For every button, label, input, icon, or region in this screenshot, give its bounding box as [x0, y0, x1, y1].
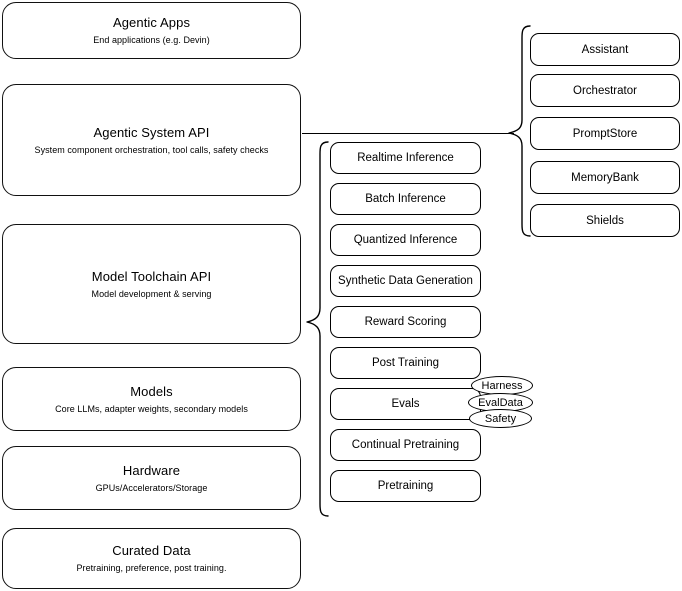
system-component-label: Orchestrator — [573, 84, 637, 97]
capability-label: Batch Inference — [365, 193, 446, 205]
capability-synthetic-data-generation[interactable]: Synthetic Data Generation — [330, 265, 481, 297]
layer-subtitle: Model development & serving — [91, 288, 212, 299]
system-component-assistant[interactable]: Assistant — [530, 33, 680, 66]
layer-title: Agentic System API — [93, 124, 210, 140]
capability-label: Reward Scoring — [364, 316, 447, 328]
connector-system-api-to-components — [302, 133, 514, 134]
capability-label: Realtime Inference — [357, 152, 454, 164]
layer-card-agentic-system-api[interactable]: Agentic System API System component orch… — [2, 84, 301, 196]
system-component-orchestrator[interactable]: Orchestrator — [530, 74, 680, 107]
eval-badge-label: EvalData — [478, 396, 523, 409]
capability-label: Synthetic Data Generation — [338, 275, 473, 287]
layer-subtitle: GPUs/Accelerators/Storage — [95, 482, 208, 493]
layer-subtitle: Core LLMs, adapter weights, secondary mo… — [55, 403, 248, 414]
brace-system-components — [506, 24, 532, 240]
capability-label: Evals — [391, 398, 420, 410]
capability-evals[interactable]: Evals — [330, 388, 481, 420]
capability-continual-pretraining[interactable]: Continual Pretraining — [330, 429, 481, 461]
layer-title: Models — [130, 383, 173, 399]
capability-post-training[interactable]: Post Training — [330, 347, 481, 379]
system-component-label: Assistant — [581, 43, 629, 56]
capability-label: Quantized Inference — [353, 234, 458, 246]
capability-batch-inference[interactable]: Batch Inference — [330, 183, 481, 215]
layer-card-models[interactable]: Models Core LLMs, adapter weights, secon… — [2, 367, 301, 431]
layer-card-hardware[interactable]: Hardware GPUs/Accelerators/Storage — [2, 446, 301, 510]
capability-realtime-inference[interactable]: Realtime Inference — [330, 142, 481, 174]
eval-badge-label: Safety — [484, 412, 517, 425]
capability-label: Continual Pretraining — [351, 439, 460, 451]
brace-toolchain-capabilities — [304, 140, 330, 520]
capability-label: Post Training — [371, 357, 440, 369]
capability-pretraining[interactable]: Pretraining — [330, 470, 481, 502]
eval-badge-label: Harness — [481, 379, 523, 392]
layer-title: Agentic Apps — [112, 15, 191, 30]
layer-card-curated-data[interactable]: Curated Data Pretraining, preference, po… — [2, 528, 301, 589]
capability-label: Pretraining — [377, 480, 434, 492]
layer-subtitle: End applications (e.g. Devin) — [93, 35, 210, 45]
layer-subtitle: Pretraining, preference, post training. — [76, 563, 227, 573]
system-component-memorybank[interactable]: MemoryBank — [530, 161, 680, 194]
layer-title: Hardware — [122, 462, 181, 478]
layer-title: Curated Data — [112, 543, 191, 558]
eval-badge-evaldata[interactable]: EvalData — [468, 393, 533, 412]
layer-subtitle: System component orchestration, tool cal… — [34, 144, 269, 155]
capability-reward-scoring[interactable]: Reward Scoring — [330, 306, 481, 338]
system-component-label: MemoryBank — [571, 171, 639, 184]
system-component-label: PromptStore — [572, 127, 638, 140]
capability-quantized-inference[interactable]: Quantized Inference — [330, 224, 481, 256]
layer-card-model-toolchain-api[interactable]: Model Toolchain API Model development & … — [2, 224, 301, 344]
system-component-label: Shields — [586, 214, 624, 227]
layer-card-agentic-apps[interactable]: Agentic Apps End applications (e.g. Devi… — [2, 2, 301, 59]
layer-title: Model Toolchain API — [91, 268, 212, 284]
system-component-shields[interactable]: Shields — [530, 204, 680, 237]
eval-badge-safety[interactable]: Safety — [469, 409, 532, 428]
system-component-promptstore[interactable]: PromptStore — [530, 117, 680, 150]
